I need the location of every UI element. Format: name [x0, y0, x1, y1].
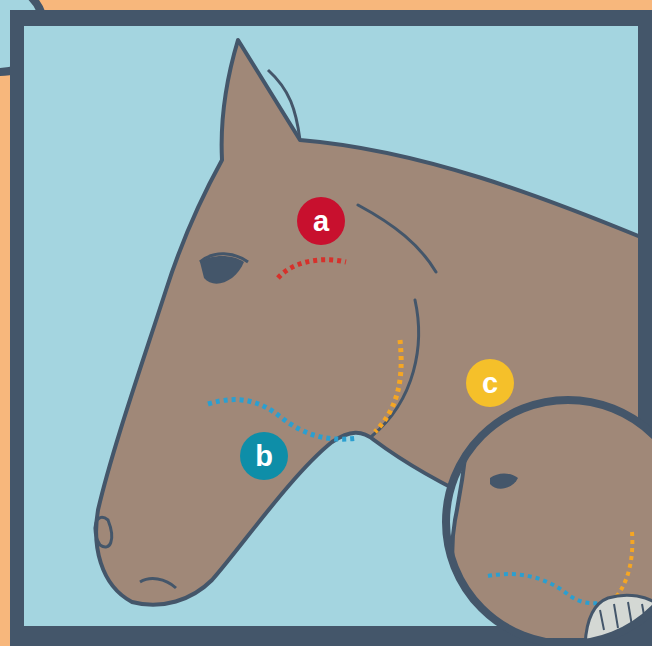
- eye: [200, 256, 244, 284]
- callout-circle: a: [297, 197, 345, 245]
- crease-line: [358, 205, 436, 272]
- circle-fill: [466, 359, 514, 407]
- mouth-line: [140, 579, 176, 588]
- cheek-line: [372, 300, 419, 436]
- dotted-line-blue: [208, 400, 358, 440]
- inset-dotted-blue: [488, 574, 615, 603]
- inset-dotted-orange: [612, 532, 632, 602]
- eyelid: [200, 254, 248, 262]
- nostril: [95, 517, 112, 547]
- callout-circle: c: [466, 359, 514, 407]
- inset-eye: [490, 474, 518, 489]
- dotted-line-red: [278, 260, 346, 278]
- circle-fill: [297, 197, 345, 245]
- inset: [446, 400, 652, 646]
- callout-letter: b: [240, 442, 288, 471]
- callout-letter: c: [466, 369, 514, 398]
- callout-letter: a: [297, 207, 345, 236]
- circle-fill: [240, 432, 288, 480]
- callout-circle: b: [240, 432, 288, 480]
- dotted-line-orange: [375, 340, 401, 432]
- inset-ring: [446, 400, 652, 644]
- ear-line: [268, 70, 300, 140]
